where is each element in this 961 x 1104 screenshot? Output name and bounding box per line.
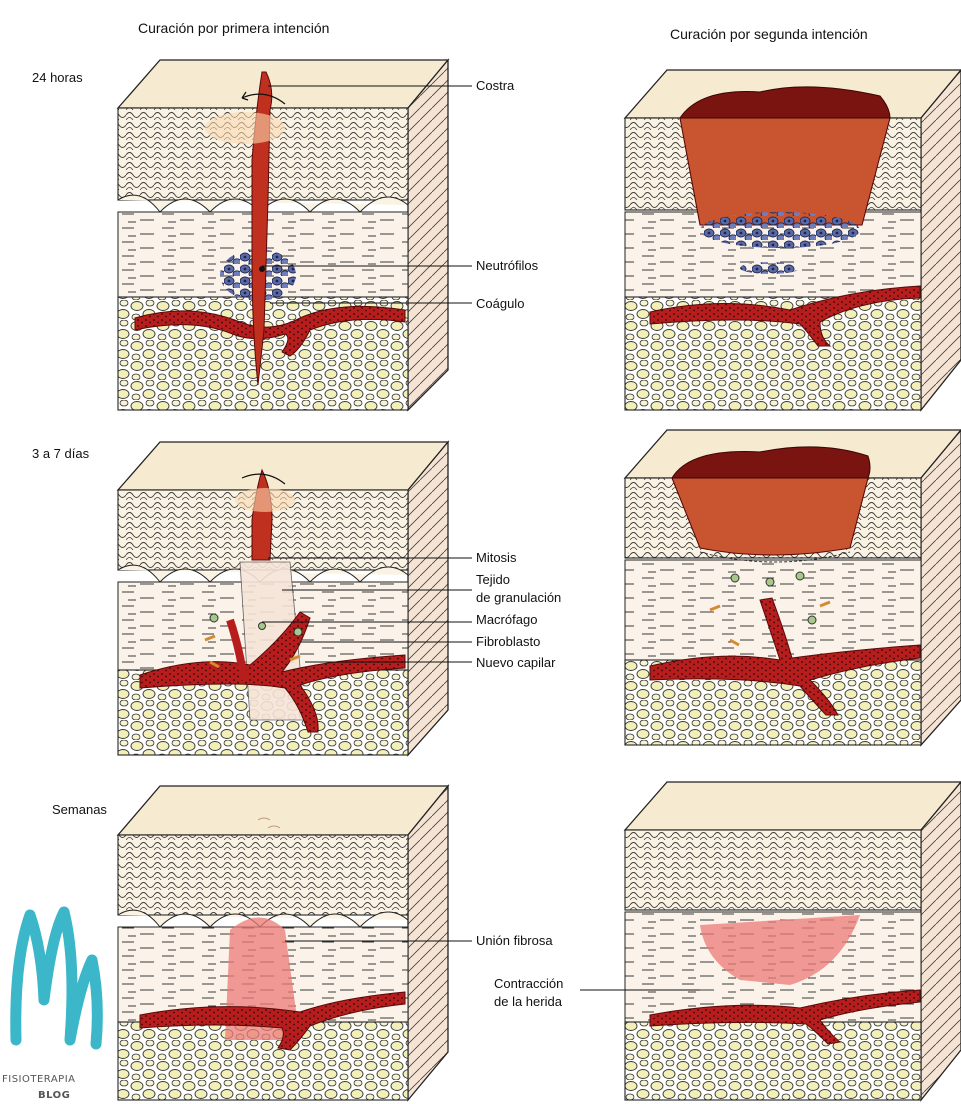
label-tejido-line2: de granulación	[476, 590, 561, 606]
stage-label-3-7d: 3 a 7 días	[32, 446, 89, 462]
label-neutrofilos: Neutrófilos	[476, 258, 538, 274]
label-nuevo-capilar: Nuevo capilar	[476, 655, 556, 671]
logo-text-line1: FISIOTERAPIA	[2, 1072, 76, 1088]
label-mitosis: Mitosis	[476, 550, 516, 566]
stage-label-weeks: Semanas	[52, 802, 107, 818]
stage-label-24h: 24 horas	[32, 70, 83, 86]
label-fibroblasto: Fibroblasto	[476, 634, 540, 650]
label-costra: Costra	[476, 78, 514, 94]
label-tejido-line1: Tejido	[476, 572, 510, 588]
block-primary-24h	[118, 60, 448, 410]
label-coagulo: Coágulo	[476, 296, 524, 312]
block-secondary-3-7d	[625, 430, 961, 745]
label-union-fibrosa: Unión fibrosa	[476, 933, 553, 949]
header-primary-intention: Curación por primera intención	[138, 20, 329, 36]
header-secondary-intention: Curación por segunda intención	[670, 26, 868, 42]
label-contraccion-line1: Contracción	[494, 976, 563, 992]
logo-m-icon	[16, 912, 98, 1044]
block-primary-weeks	[118, 786, 448, 1100]
block-secondary-weeks	[625, 782, 961, 1100]
logo-text-line2: BLOG	[38, 1088, 70, 1104]
block-primary-3-7d	[118, 442, 448, 755]
block-secondary-24h	[625, 70, 961, 410]
label-contraccion-line2: de la herida	[494, 994, 562, 1010]
label-macrofago: Macrófago	[476, 612, 537, 628]
